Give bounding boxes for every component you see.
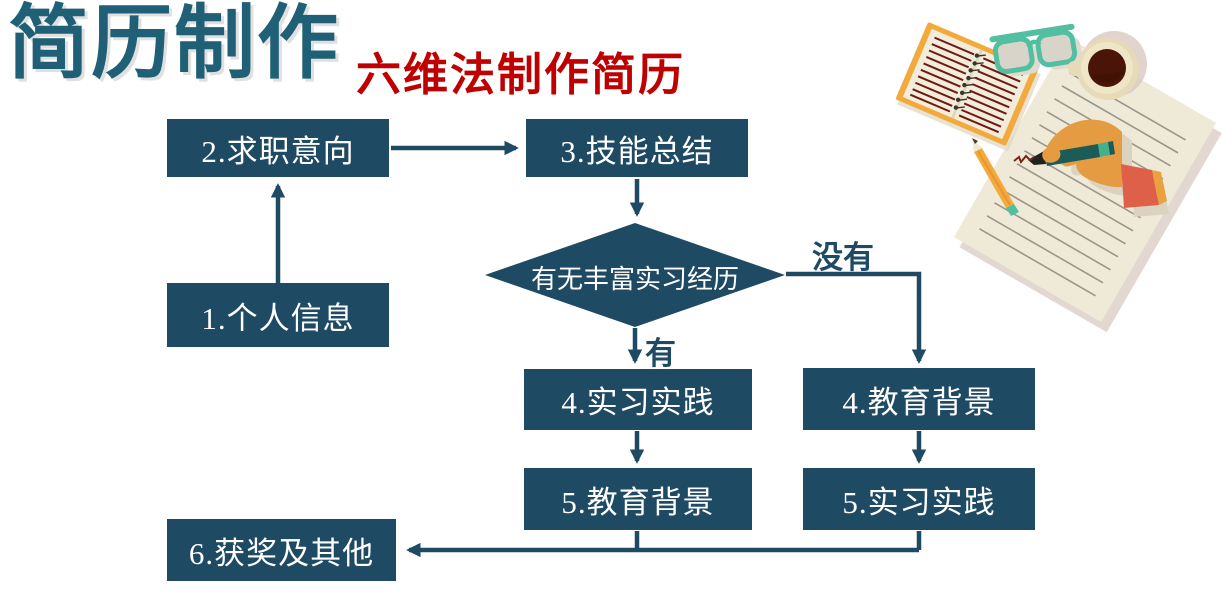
- branch-label-yes: 有: [645, 336, 676, 371]
- flow-node-step1: 1.个人信息: [167, 283, 389, 347]
- arrow-decision-no: [786, 271, 927, 364]
- branch-label-no: 没有: [812, 240, 874, 275]
- flow-node-step5-left: 5.教育背景: [524, 468, 752, 530]
- flow-node-step2: 2.求职意向: [167, 119, 389, 177]
- decision-diamond: [485, 223, 785, 327]
- flow-node-step4-left: 4.实习实践: [524, 369, 752, 430]
- flow-node-step4-right: 4.教育背景: [803, 368, 1035, 430]
- flow-node-step3: 3.技能总结: [526, 119, 748, 177]
- page-title: 简历制作: [8, 0, 341, 89]
- flow-node-step5-right: 5.实习实践: [803, 468, 1035, 530]
- decision-label: 有无丰富实习经历: [530, 265, 739, 294]
- flow-node-step6: 6.获奖及其他: [167, 519, 396, 581]
- page-subtitle: 六维法制作简历: [356, 50, 686, 100]
